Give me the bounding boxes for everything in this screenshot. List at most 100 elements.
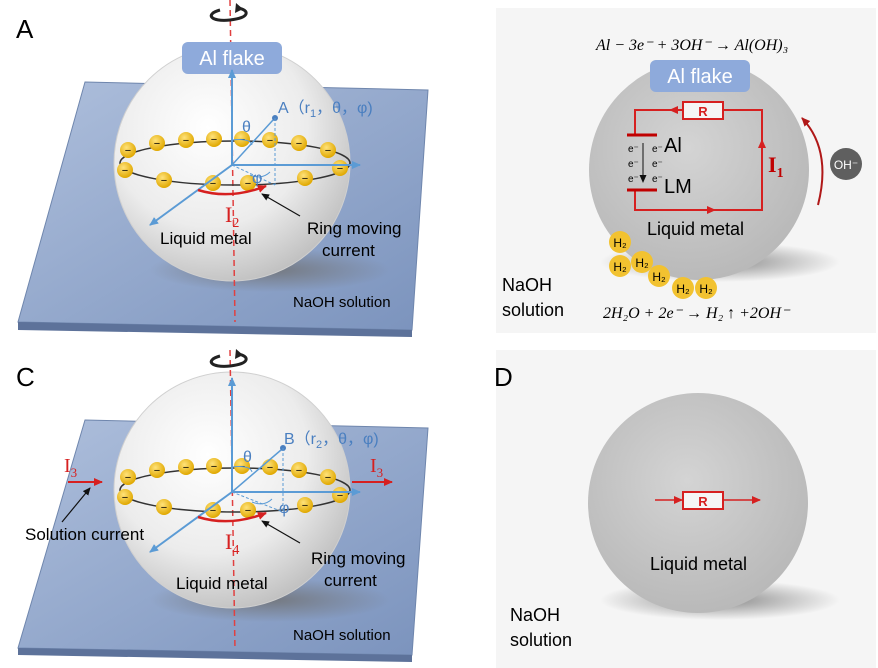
h2-bubble	[695, 277, 717, 299]
rotation-arrow-head	[235, 349, 243, 359]
hydroxide-label: OH⁻	[834, 158, 858, 172]
rotation-arrow-icon	[209, 6, 248, 22]
charge-sign: −	[154, 138, 160, 150]
h2-label: H₂	[613, 236, 627, 250]
rotation-arrow-icon	[209, 352, 248, 368]
negative-charge	[117, 489, 133, 505]
charge-sign: −	[325, 145, 331, 157]
ring-current-label-line1: Ring moving	[307, 219, 402, 238]
charge-sign: −	[245, 178, 251, 190]
negative-charge	[149, 135, 165, 151]
charge-sign: −	[125, 472, 131, 484]
charge-sign: −	[122, 165, 128, 177]
liquid-metal-label: Liquid metal	[647, 219, 744, 239]
current-i4-label: I4	[225, 529, 239, 558]
charge-sign: −	[161, 175, 167, 187]
h2-bubble	[672, 277, 694, 299]
charge-sign: −	[325, 472, 331, 484]
solution-current-label: Solution current	[25, 525, 144, 544]
rotation-axis	[229, 349, 236, 651]
al-flake	[650, 60, 750, 92]
electron-label: e⁻	[652, 174, 663, 185]
x-axis-arrow	[149, 164, 233, 226]
theta-arc	[231, 139, 253, 146]
phi-arc	[249, 171, 271, 178]
cathode-reaction-equation: 2H₂O + 2e⁻ → H₂ ↑ +2OH⁻	[603, 305, 791, 322]
panel-b: B Al − 3e⁻ + 3OH⁻ → Al(OH)₃ Al flake R e…	[494, 8, 876, 333]
x-axis-arrow	[149, 491, 233, 553]
charge-sign: −	[122, 492, 128, 504]
charge-sign: −	[267, 135, 273, 147]
charge-sign: −	[154, 465, 160, 477]
point-b-label: B（r2，θ，φ)	[284, 430, 379, 451]
point-a-label: A（r1，θ，φ)	[278, 99, 373, 120]
panel-letter-d: D	[494, 362, 513, 392]
charge-sign: −	[161, 502, 167, 514]
electron-label: e⁻	[628, 144, 639, 155]
ring-current-arrow	[197, 511, 267, 523]
naoh-label-line2: solution	[510, 630, 572, 650]
al-electrode-label: Al	[664, 135, 682, 157]
plate-edge	[18, 648, 412, 662]
panel-letter-c: C	[16, 362, 35, 392]
negative-charge	[205, 502, 221, 518]
naoh-label-line1: NaOH	[510, 605, 560, 625]
negative-charge	[117, 162, 133, 178]
naoh-solution-label: NaOH solution	[293, 294, 391, 311]
h2-label: H₂	[699, 282, 713, 296]
negative-charge	[297, 170, 313, 186]
current-i3-left-label: I3	[64, 455, 77, 480]
negative-charge	[291, 462, 307, 478]
resistor-label: R	[698, 104, 708, 119]
negative-charge	[156, 499, 172, 515]
naoh-label-line2: solution	[502, 300, 564, 320]
projection-line	[231, 491, 284, 513]
anode-reaction-equation: Al − 3e⁻ + 3OH⁻ → Al(OH)₃	[595, 37, 788, 54]
charge-sign: −	[337, 490, 343, 502]
charge-sign: −	[296, 138, 302, 150]
lm-electrode-label: LM	[664, 176, 692, 198]
current-i2-label: I2	[225, 202, 239, 231]
al-flake	[182, 42, 282, 74]
electron-label: e⁻	[628, 174, 639, 185]
h2-label: H₂	[676, 282, 690, 296]
ring-current-pointer	[261, 193, 301, 217]
radius-vector	[231, 119, 274, 166]
hydrogen-bubbles: H₂ H₂ H₂ H₂ H₂ H₂	[609, 231, 717, 299]
negative-charge	[320, 142, 336, 158]
charge-sign: −	[210, 505, 216, 517]
ring-current-label-line2: current	[324, 571, 377, 590]
hydroxide-ion	[830, 148, 862, 180]
charge-sign: −	[211, 134, 217, 146]
negative-charge	[297, 497, 313, 513]
electron-label: e⁻	[652, 159, 663, 170]
h2-label: H₂	[613, 260, 627, 274]
h2-label: H₂	[635, 256, 649, 270]
negative-charge	[205, 175, 221, 191]
ring-current-label-line2: current	[322, 241, 375, 260]
charge-sign: −	[183, 462, 189, 474]
charge-sign: −	[267, 462, 273, 474]
naoh-solution-label: NaOH solution	[293, 627, 391, 644]
solution-current-pointer	[61, 487, 91, 523]
negative-charge	[149, 462, 165, 478]
al-flake-label: Al flake	[199, 48, 265, 70]
negative-charge	[206, 458, 222, 474]
charge-sign: −	[337, 163, 343, 175]
theta-label: θ	[243, 449, 252, 466]
negative-charge	[120, 142, 136, 158]
charge-sign: −	[125, 145, 131, 157]
negative-charge	[178, 132, 194, 148]
h2-bubble	[648, 265, 670, 287]
theta-arc	[231, 466, 253, 473]
hydroxide-flow-arrow	[801, 117, 824, 206]
panel-a: A Al flake − − − − − − − − − − − − − −	[16, 0, 429, 337]
h2-label: H₂	[652, 270, 666, 284]
h2-bubble	[631, 251, 653, 273]
electron-label: e⁻	[652, 144, 663, 155]
charge-sign: −	[211, 461, 217, 473]
theta-label: θ	[242, 119, 251, 136]
h2-bubble	[609, 255, 631, 277]
ring-current-pointer	[261, 520, 301, 544]
phi-arc	[251, 498, 273, 505]
